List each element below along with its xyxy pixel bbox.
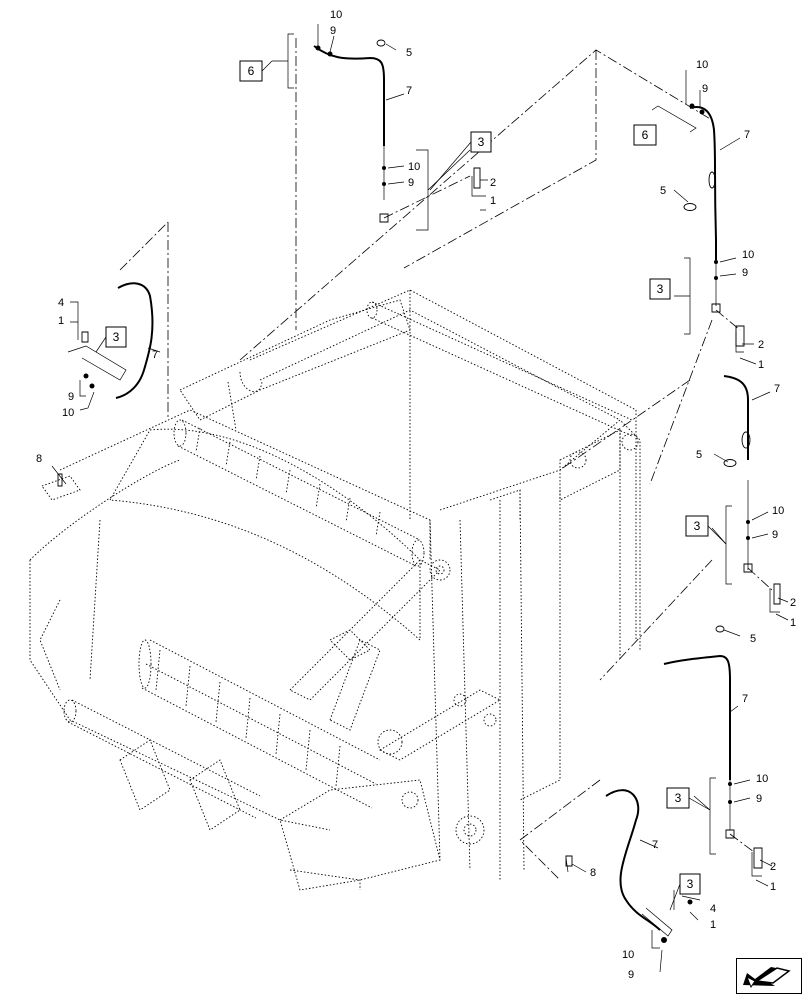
callout-7: 7 [406, 85, 412, 97]
callout-9: 9 [628, 969, 634, 981]
ref-box[interactable]: 6 [239, 60, 263, 82]
svg-text:3: 3 [478, 135, 485, 149]
callout-1: 1 [710, 919, 716, 931]
callout-7: 7 [152, 349, 158, 361]
svg-text:3: 3 [694, 519, 701, 533]
callout-5: 5 [660, 185, 666, 197]
callout-10: 10 [62, 407, 74, 419]
ref-box[interactable]: 3 [105, 326, 127, 348]
callout-1: 1 [58, 315, 64, 327]
callout-1: 1 [758, 359, 764, 371]
callout-10: 10 [756, 773, 768, 785]
callout-9: 9 [742, 267, 748, 279]
svg-text:3: 3 [687, 877, 694, 891]
callout-5: 5 [750, 633, 756, 645]
svg-text:3: 3 [675, 791, 682, 805]
callout-10: 10 [772, 505, 784, 517]
callout-5: 5 [696, 449, 702, 461]
svg-text:6: 6 [248, 64, 255, 78]
ref-box[interactable]: 3 [679, 873, 701, 895]
svg-text:3: 3 [113, 330, 120, 344]
ref-box[interactable]: 6 [633, 124, 657, 146]
callout-10: 10 [742, 249, 754, 261]
callout-1: 1 [770, 881, 776, 893]
callout-9: 9 [702, 83, 708, 95]
svg-text:6: 6 [642, 128, 649, 142]
callout-10: 10 [696, 59, 708, 71]
ref-box[interactable]: 3 [666, 787, 690, 809]
ref-box[interactable]: 3 [470, 131, 492, 153]
callout-10: 10 [330, 9, 342, 21]
callout-9: 9 [408, 177, 414, 189]
callout-7: 7 [742, 693, 748, 705]
reference-boxes: 6 3 6 3 3 3 3 [95, 60, 727, 911]
callout-10: 10 [622, 949, 634, 961]
next-view-button[interactable] [736, 958, 802, 994]
callout-1: 1 [790, 617, 796, 629]
top-right-hose-group [651, 70, 757, 365]
left-hose-group [41, 282, 161, 501]
arrow-icon [743, 967, 791, 989]
callout-2: 2 [758, 339, 764, 351]
callout-2: 2 [490, 177, 496, 189]
callout-8: 8 [36, 453, 42, 465]
callout-9: 9 [330, 25, 336, 37]
ref-box[interactable]: 3 [649, 278, 671, 300]
callout-9: 9 [772, 529, 778, 541]
top-hose-group [272, 24, 488, 231]
callout-10: 10 [408, 161, 420, 173]
bottom-right-hose-group [663, 625, 773, 887]
callout-9: 9 [68, 391, 74, 403]
callout-1: 1 [490, 195, 496, 207]
callout-9: 9 [756, 793, 762, 805]
right-hose-group [711, 375, 789, 621]
callout-8: 8 [590, 867, 596, 879]
callout-2: 2 [790, 597, 796, 609]
callout-labels: 10 9 5 7 10 9 2 1 10 9 7 5 10 9 2 1 7 5 … [36, 9, 796, 981]
callout-2: 2 [770, 861, 776, 873]
callout-7: 7 [744, 129, 750, 141]
ref-box[interactable]: 3 [685, 515, 709, 537]
baler-frame [29, 38, 713, 891]
svg-text:3: 3 [657, 282, 664, 296]
callout-7: 7 [774, 383, 780, 395]
callout-7: 7 [652, 839, 658, 851]
callout-4: 4 [710, 903, 716, 915]
bottom-hose-group [565, 789, 701, 973]
callout-5: 5 [406, 47, 412, 59]
callout-4: 4 [58, 297, 64, 309]
